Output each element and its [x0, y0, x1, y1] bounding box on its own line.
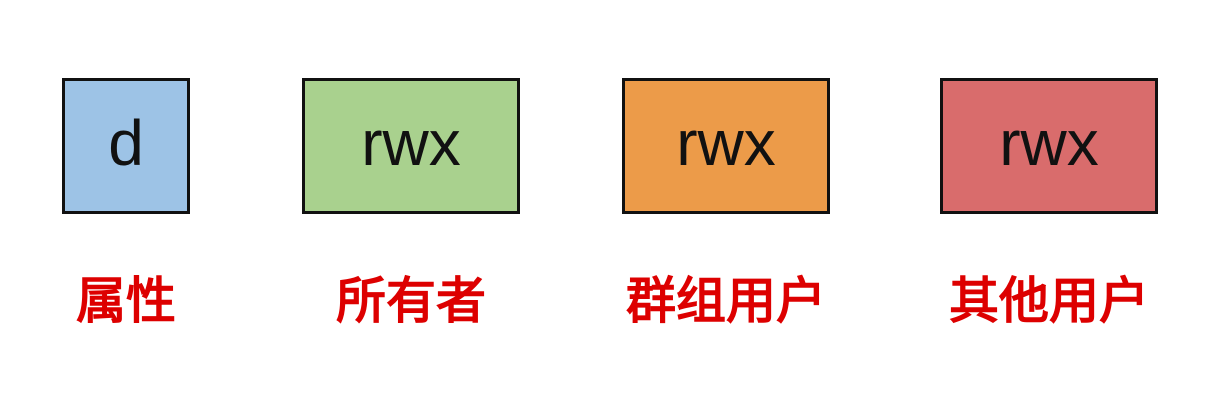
attribute-label: 属性 [76, 273, 176, 329]
group-users-box: rwx [622, 78, 830, 214]
attribute-group: d 属性 [26, 78, 226, 326]
group-users-label: 群组用户 [626, 273, 826, 329]
owner-box-text: rwx [361, 107, 461, 179]
other-users-group: rwx 其他用户 [898, 78, 1200, 326]
owner-group: rwx 所有者 [280, 78, 542, 326]
owner-box: rwx [302, 78, 520, 214]
other-users-box: rwx [940, 78, 1158, 214]
group-users-box-text: rwx [676, 107, 776, 179]
group-users-group: rwx 群组用户 [580, 78, 872, 326]
attribute-box: d [62, 78, 190, 214]
other-users-box-text: rwx [999, 107, 1099, 179]
owner-label: 所有者 [336, 273, 486, 329]
attribute-box-text: d [108, 107, 144, 179]
other-users-label: 其他用户 [949, 273, 1149, 329]
